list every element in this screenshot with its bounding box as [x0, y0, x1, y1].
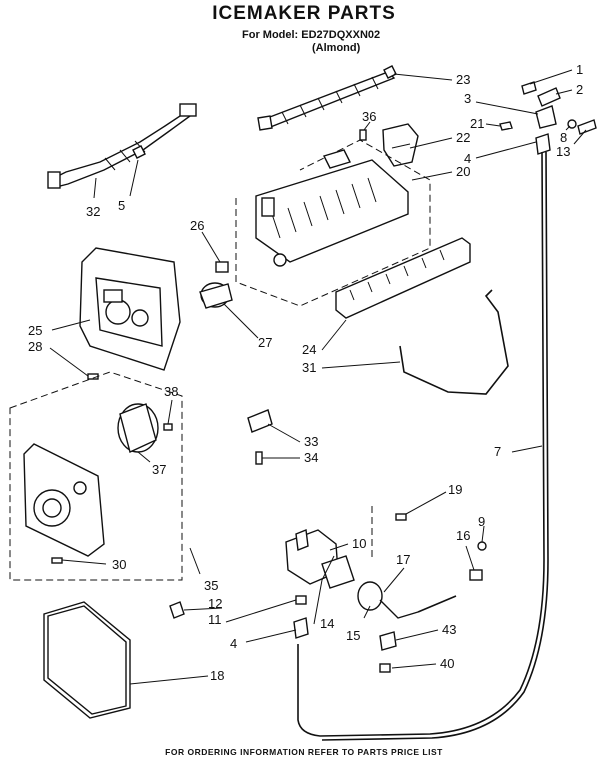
- callout-10: 10: [352, 536, 366, 551]
- callout-12: 12: [208, 596, 222, 611]
- callout-5: 5: [118, 198, 125, 213]
- callout-25: 25: [28, 323, 42, 338]
- callout-11: 11: [208, 612, 222, 627]
- valve-fitting-part: [379, 631, 397, 651]
- page-title: ICEMAKER PARTS: [212, 3, 396, 24]
- mold-body-part: [255, 149, 409, 267]
- callout-1: 1: [576, 62, 583, 77]
- callout-19: 19: [448, 482, 462, 497]
- fill-cup-part: [382, 123, 419, 167]
- callout-26: 26: [190, 218, 204, 233]
- callout-2: 2: [576, 82, 583, 97]
- small-fitting-part: [379, 663, 391, 673]
- control-housing-part: [79, 247, 181, 371]
- ejector-blade-part: [257, 65, 397, 131]
- callout-22: 22: [456, 130, 470, 145]
- callout-4-lower: 4: [230, 636, 237, 651]
- callout-36: 36: [362, 109, 376, 124]
- callout-13: 13: [556, 144, 570, 159]
- shutoff-arm-part: [399, 289, 509, 395]
- water-valve-part: [285, 529, 457, 619]
- ordering-note: FOR ORDERING INFORMATION REFER TO PARTS …: [165, 747, 443, 757]
- callout-8: 8: [560, 130, 567, 145]
- clip-screw-part: [255, 451, 263, 465]
- water-tube-part: [297, 151, 549, 741]
- callout-35: 35: [204, 578, 218, 593]
- callout-7: 7: [494, 444, 501, 459]
- plate-screw-part: [51, 557, 63, 564]
- tube-clamp-part: [469, 541, 487, 581]
- compression-fitting-part: [293, 617, 309, 639]
- callout-18: 18: [210, 668, 224, 683]
- callout-20: 20: [456, 164, 470, 179]
- callout-3: 3: [464, 91, 471, 106]
- callout-38: 38: [164, 384, 178, 399]
- callout-37: 37: [152, 462, 166, 477]
- hex-nut-part: [295, 595, 307, 605]
- screw-part: [359, 129, 367, 141]
- wire-harness-part: [47, 103, 197, 189]
- callout-33: 33: [304, 434, 318, 449]
- callout-34: 34: [304, 450, 318, 465]
- callout-labels: 1 2 3 21 8 13 4 23 36 22 20 26 32 5 25 2…: [28, 62, 583, 683]
- valve-screw-part: [395, 513, 407, 521]
- bearing-part: [215, 261, 229, 273]
- callout-27: 27: [258, 335, 272, 350]
- callout-4-upper: 4: [464, 151, 471, 166]
- callout-9: 9: [478, 514, 485, 529]
- callout-17: 17: [396, 552, 410, 567]
- callout-43: 43: [442, 622, 456, 637]
- callout-30: 30: [112, 557, 126, 572]
- model-line: For Model: ED27DQXXN02: [242, 29, 381, 41]
- module-screw-part: [163, 423, 173, 431]
- callout-16: 16: [456, 528, 470, 543]
- wire-clip-part: [132, 145, 146, 159]
- callout-28: 28: [28, 339, 42, 354]
- callout-23: 23: [456, 72, 470, 87]
- callout-14: 14: [320, 616, 334, 631]
- clip-part: [247, 409, 273, 433]
- inlet-fitting-part: [499, 81, 597, 155]
- motor-part: [199, 282, 233, 309]
- color-line: (Almond): [312, 42, 361, 54]
- callout-24: 24: [302, 342, 316, 357]
- module-motor-part: [117, 403, 159, 453]
- callout-40: 40: [440, 656, 454, 671]
- callout-15: 15: [346, 628, 360, 643]
- callout-32: 32: [86, 204, 100, 219]
- panel-part: [43, 601, 131, 719]
- wire-nut-part: [169, 601, 185, 619]
- callout-31: 31: [302, 360, 316, 375]
- leader-lines: [49, 69, 587, 685]
- mold-outline: [235, 139, 431, 307]
- module-plate-part: [23, 443, 105, 557]
- module-outline: [9, 371, 183, 581]
- ice-stripper-part: [335, 237, 471, 319]
- callout-21: 21: [470, 116, 484, 131]
